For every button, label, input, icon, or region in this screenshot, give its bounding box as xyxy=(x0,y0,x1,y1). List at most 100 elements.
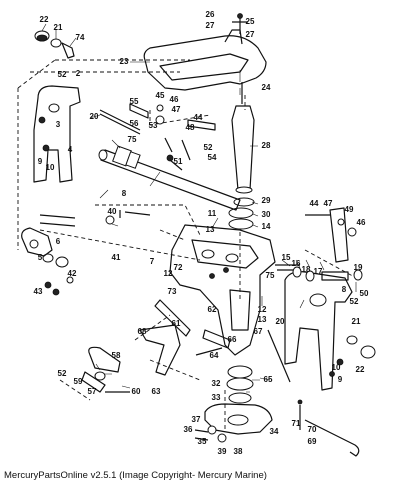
callout-57: 57 xyxy=(88,387,97,396)
callout-27: 27 xyxy=(206,21,215,30)
callout-59: 59 xyxy=(74,377,83,386)
assembly-guide-lines xyxy=(17,59,361,430)
callout-27b: 27 xyxy=(246,30,255,39)
steering-arm xyxy=(143,13,267,91)
callout-11: 11 xyxy=(208,209,217,218)
bushing-part xyxy=(34,30,75,59)
callout-52d: 52 xyxy=(58,369,67,378)
callout-48: 48 xyxy=(186,123,195,132)
callout-75: 75 xyxy=(128,135,137,144)
pins-bolts xyxy=(39,103,216,296)
callout-45: 45 xyxy=(156,91,165,100)
callout-14: 14 xyxy=(262,222,271,231)
callout-46: 46 xyxy=(170,95,179,104)
callout-9b: 9 xyxy=(338,375,343,384)
callout-65: 65 xyxy=(264,375,273,384)
swivel-housing xyxy=(169,224,276,356)
callout-72: 72 xyxy=(174,263,183,272)
clamp-bracket-left xyxy=(21,227,53,257)
callout-33: 33 xyxy=(212,393,221,402)
callout-63: 63 xyxy=(152,387,161,396)
callout-36: 36 xyxy=(184,425,193,434)
long-pin xyxy=(267,329,291,383)
callout-44: 44 xyxy=(194,113,203,122)
callout-10: 10 xyxy=(46,163,55,172)
callout-10b: 10 xyxy=(332,363,341,372)
callout-73: 73 xyxy=(168,287,177,296)
callout-56: 56 xyxy=(130,119,139,128)
callout-68: 68 xyxy=(138,327,147,336)
image-caption: MercuryPartsOnline v2.5.1 (Image Copyrig… xyxy=(4,470,267,481)
callout-34: 34 xyxy=(270,427,279,436)
callout-46b: 46 xyxy=(357,218,366,227)
callout-12: 12 xyxy=(164,269,173,278)
callout-47b: 47 xyxy=(324,199,333,208)
callout-7: 7 xyxy=(150,257,155,266)
callout-58: 58 xyxy=(112,351,121,360)
leader-lines xyxy=(41,23,357,393)
right-hardware xyxy=(275,264,376,377)
callout-64: 64 xyxy=(210,351,219,360)
callout-71: 71 xyxy=(292,419,301,428)
lower-linkage xyxy=(81,299,231,393)
callout-8b: 8 xyxy=(342,285,347,294)
callout-69: 69 xyxy=(308,437,317,446)
callout-66: 66 xyxy=(228,335,237,344)
callout-52c: 52 xyxy=(350,297,359,306)
callout-29: 29 xyxy=(262,196,271,205)
callout-39: 39 xyxy=(218,447,227,456)
callout-25: 25 xyxy=(246,17,255,26)
left-swivel-bracket xyxy=(33,85,81,183)
callout-8: 8 xyxy=(122,189,127,198)
right-swivel-bracket xyxy=(284,207,357,391)
callout-75b: 75 xyxy=(266,271,275,280)
callout-60: 60 xyxy=(132,387,141,396)
callout-4: 4 xyxy=(68,145,73,154)
callout-13: 13 xyxy=(206,225,215,234)
callout-35: 35 xyxy=(198,437,207,446)
callout-53: 53 xyxy=(149,121,158,130)
callout-40: 40 xyxy=(108,207,117,216)
callout-42: 42 xyxy=(68,269,77,278)
callout-74: 74 xyxy=(76,33,85,42)
callout-52b: 52 xyxy=(204,143,213,152)
lower-yoke xyxy=(194,365,273,443)
callout-37: 37 xyxy=(192,415,201,424)
callout-19: 19 xyxy=(354,263,363,272)
callout-22: 22 xyxy=(40,15,49,24)
callout-labels: 22 21 74 52 2 26 25 27 27 23 24 45 46 55… xyxy=(34,10,369,456)
callout-61: 61 xyxy=(172,319,181,328)
callout-52: 52 xyxy=(58,70,67,79)
tilt-lock-rod xyxy=(297,399,360,457)
callout-49: 49 xyxy=(345,205,354,214)
callout-23: 23 xyxy=(120,57,129,66)
callout-18: 18 xyxy=(302,265,311,274)
callout-20b: 20 xyxy=(276,317,285,326)
callout-43: 43 xyxy=(34,287,43,296)
callout-15: 15 xyxy=(282,253,291,262)
callout-24: 24 xyxy=(262,83,271,92)
parts-exploded-diagram: 22 21 74 52 2 26 25 27 27 23 24 45 46 55… xyxy=(17,10,376,457)
callout-6: 6 xyxy=(56,237,61,246)
steering-tube xyxy=(228,82,255,230)
callout-62: 62 xyxy=(208,305,217,314)
callout-20: 20 xyxy=(90,112,99,121)
callout-2: 2 xyxy=(76,69,81,78)
callout-50: 50 xyxy=(360,289,369,298)
callout-32: 32 xyxy=(212,379,221,388)
callout-44b: 44 xyxy=(310,199,319,208)
callout-3: 3 xyxy=(56,120,61,129)
callout-70: 70 xyxy=(308,425,317,434)
callout-26: 26 xyxy=(206,10,215,19)
callout-28: 28 xyxy=(262,141,271,150)
callout-13b: 13 xyxy=(258,315,267,324)
callout-5: 5 xyxy=(38,253,43,262)
callout-67: 67 xyxy=(254,327,263,336)
callout-16: 16 xyxy=(292,259,301,268)
callout-54: 54 xyxy=(208,153,217,162)
tilt-tube xyxy=(98,145,241,211)
callout-22b: 22 xyxy=(356,365,365,374)
callout-21: 21 xyxy=(54,23,63,32)
callout-55: 55 xyxy=(130,97,139,106)
callout-9: 9 xyxy=(38,157,43,166)
